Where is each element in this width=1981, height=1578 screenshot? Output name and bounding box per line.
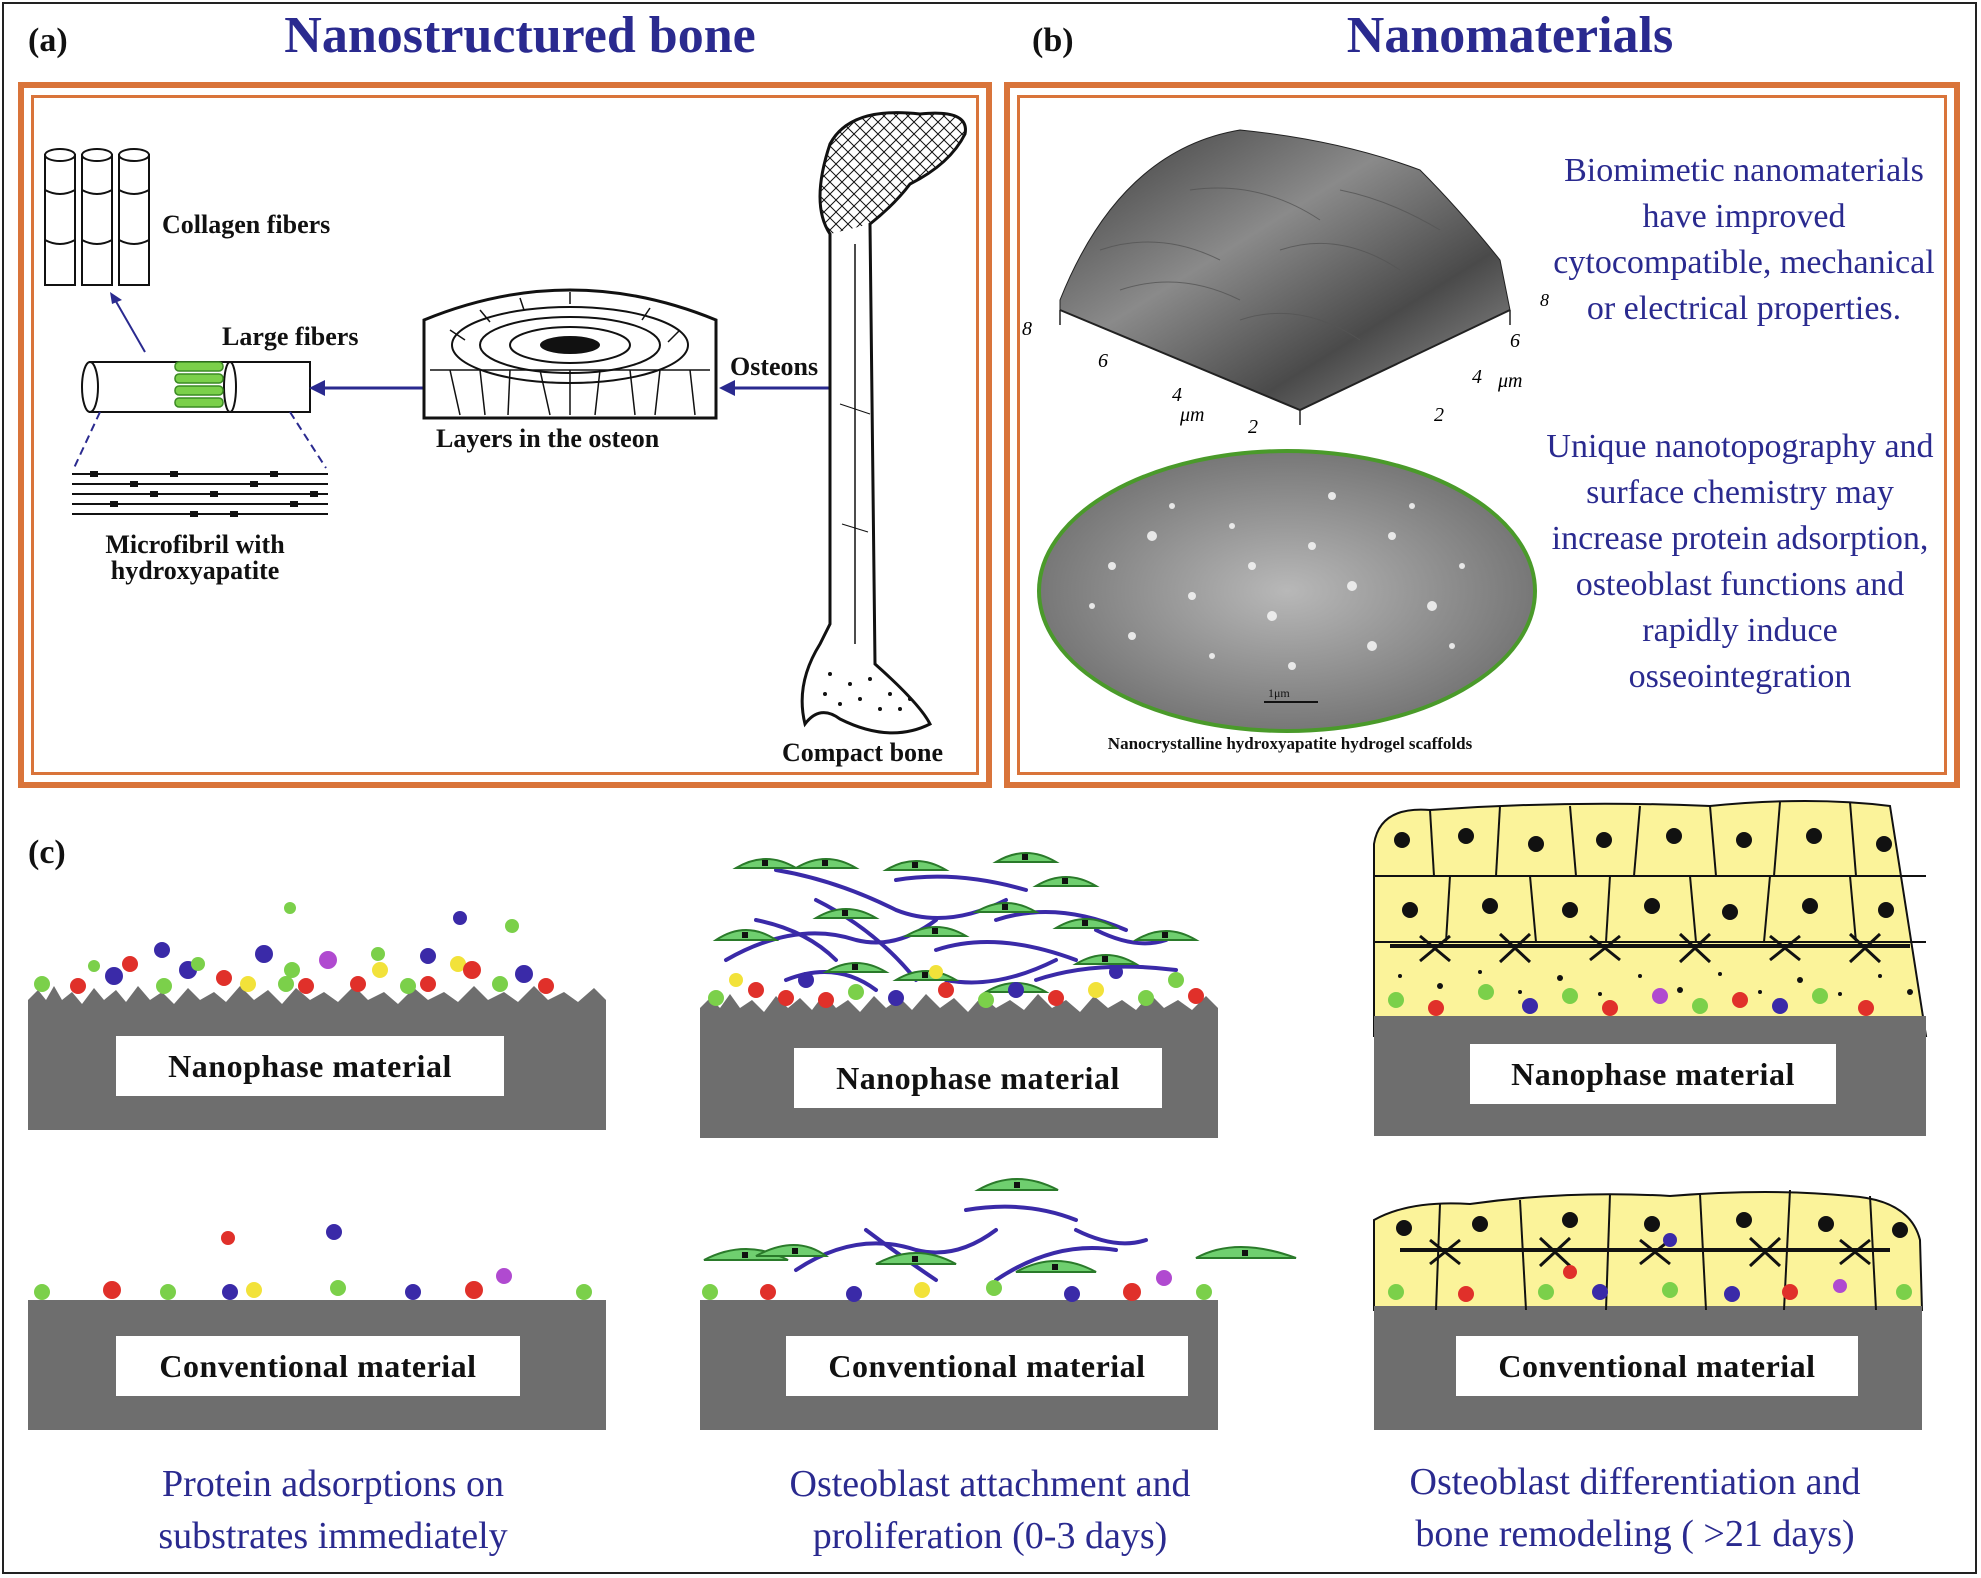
c1-conv-scene xyxy=(28,1224,606,1430)
microfibril-drawing xyxy=(72,471,328,517)
c2-caption-line-2: proliferation (0-3 days) xyxy=(812,1515,1168,1557)
large-fibers-label: Large fibers xyxy=(222,322,359,351)
panel-c-label: (c) xyxy=(28,834,66,871)
panel-a-label: (a) xyxy=(28,22,68,59)
panel-b-title: Nanomaterials xyxy=(1346,7,1674,64)
collagen-fibers-drawing xyxy=(44,148,150,286)
c1-caption-line-1: Protein adsorptions on xyxy=(162,1463,504,1505)
microfibril-label-1: Microfibril with xyxy=(105,530,285,559)
c2-caption-line-1: Osteoblast attachment and xyxy=(789,1463,1191,1505)
axis-right-tick-6: 6 xyxy=(1510,330,1520,352)
scale-bar-label: 1μm xyxy=(1268,686,1290,700)
sem-caption: Nanocrystalline hydroxyapatite hydrogel … xyxy=(1107,734,1473,753)
c2-nano-label: Nanophase material xyxy=(794,1048,1162,1108)
axis-left-tick-8: 8 xyxy=(1022,318,1032,340)
compact-bone-drawing xyxy=(800,111,967,735)
c3-caption-line-2: bone remodeling ( >21 days) xyxy=(1415,1513,1855,1555)
compact-bone-label: Compact bone xyxy=(782,738,944,767)
axis-left-tick-6: 6 xyxy=(1098,350,1108,372)
arrow-osteon-to-fiber xyxy=(309,380,430,396)
collagen-fibers-label: Collagen fibers xyxy=(162,210,331,239)
afm-surface-image xyxy=(1059,129,1511,425)
axis-right-tick-8: 8 xyxy=(1540,290,1549,310)
panel-a-title: Nanostructured bone xyxy=(284,7,756,64)
panel-b-label: (b) xyxy=(1032,22,1074,59)
axis-right-tick-4: 4 xyxy=(1472,366,1482,388)
arrow-to-collagen xyxy=(110,292,146,353)
osteons-label: Osteons xyxy=(730,352,819,381)
c3-nano-label: Nanophase material xyxy=(1470,1044,1836,1104)
large-fiber-drawing xyxy=(81,361,311,413)
arrow-bone-to-osteon xyxy=(719,380,840,396)
layers-label: Layers in the osteon xyxy=(436,424,660,453)
axis-right-tick-2: 2 xyxy=(1434,404,1444,426)
microfibril-dashes xyxy=(73,411,327,469)
panel-b-text-1: Biomimetic nanomaterials have improved c… xyxy=(1553,152,1935,327)
c3-caption-line-1: Osteoblast differentiation and xyxy=(1409,1461,1861,1503)
panel-b-text-2: Unique nanotopography and surface chemis… xyxy=(1546,428,1934,695)
sem-image xyxy=(1037,449,1537,733)
c3-conv-label: Conventional material xyxy=(1456,1336,1858,1396)
c1-caption-line-2: substrates immediately xyxy=(158,1515,508,1557)
axis-left-tick-2: 2 xyxy=(1248,416,1258,438)
axis-left-unit: μm xyxy=(1180,404,1205,426)
c1-conv-label: Conventional material xyxy=(116,1336,520,1396)
axis-right-unit: μm xyxy=(1498,370,1523,392)
c1-nano-label: Nanophase material xyxy=(116,1036,504,1096)
microfibril-label-2: hydroxyapatite xyxy=(110,556,280,585)
axis-left-tick-4: 4 xyxy=(1172,384,1182,406)
osteon-drawing xyxy=(422,288,718,420)
c2-conv-label: Conventional material xyxy=(786,1336,1188,1396)
